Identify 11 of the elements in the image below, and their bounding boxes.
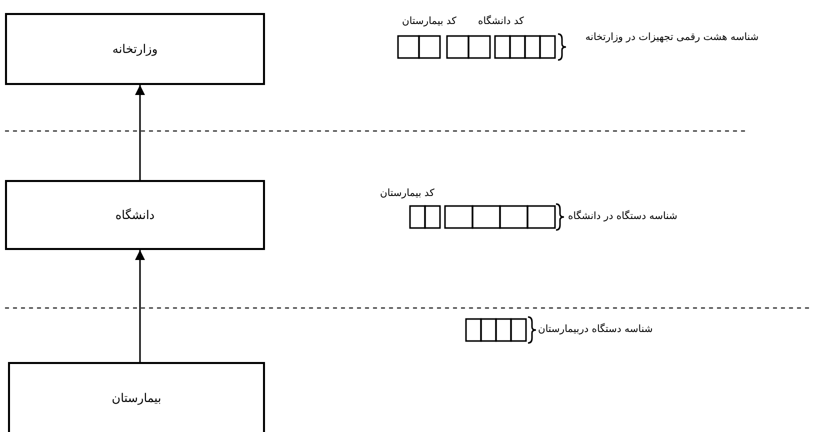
entity-box: دانشگاه [5, 180, 265, 250]
id-label: شناسه دستگاه دربیمارستان [538, 324, 653, 336]
field-label: کد بیمارستان [380, 188, 434, 200]
id-label: شناسه هشت رقمی تجهیزات در وزارتخانه [584, 32, 760, 44]
id-label: شناسه دستگاه در دانشگاه [568, 211, 678, 223]
field-label: کد بیمارستان [402, 16, 456, 28]
entity-box: وزارتخانه [5, 13, 265, 85]
arrow [135, 85, 145, 180]
entity-box: بیمارستان [8, 362, 265, 432]
arrow [135, 250, 145, 362]
field-label: کد دانشگاه [478, 16, 524, 28]
